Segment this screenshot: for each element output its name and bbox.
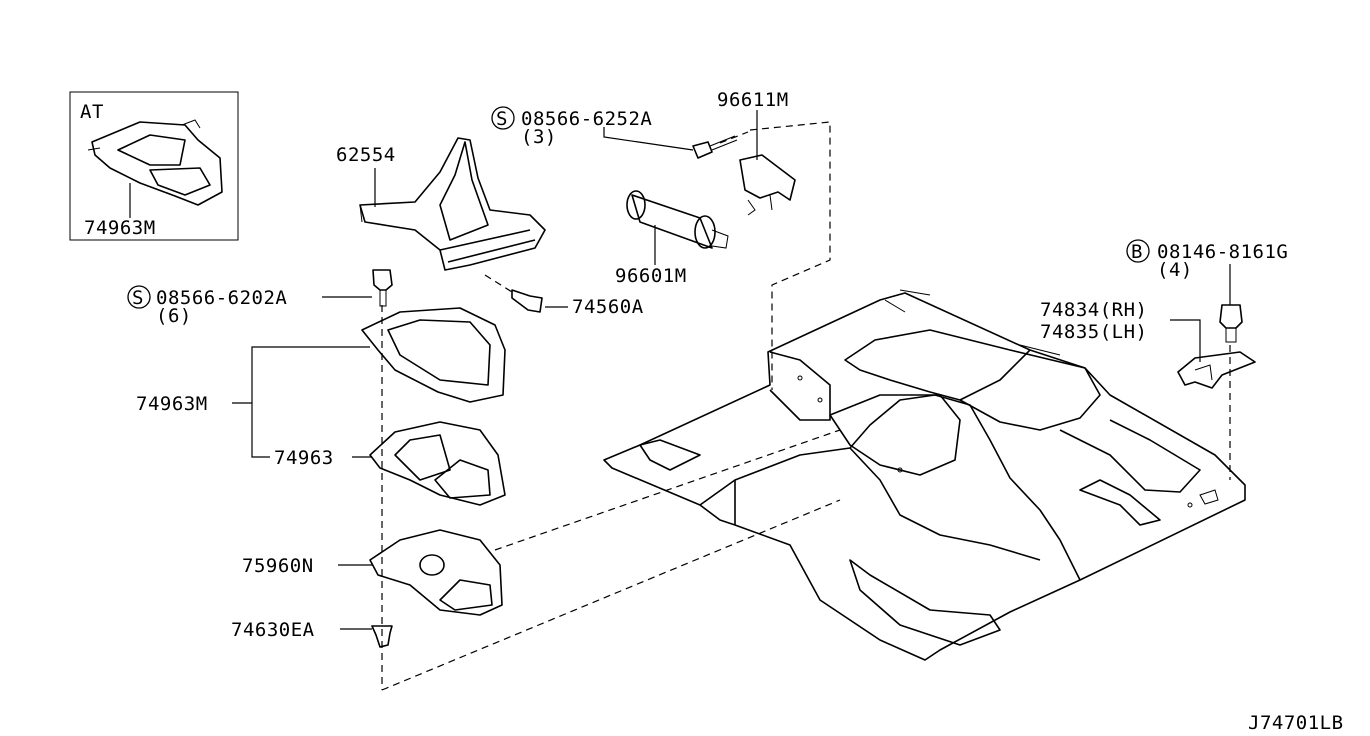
inset-frame — [69, 91, 239, 241]
bolt-prefix: B — [1131, 241, 1143, 263]
label-96611M: 96611M — [717, 89, 789, 111]
label-08566-6252A: 08566-6252A — [521, 108, 652, 130]
screw1-prefix-circle — [491, 106, 515, 130]
label-74630EA: 74630EA — [231, 619, 315, 641]
floor-pan — [603, 289, 1246, 661]
label-08146-8161G: 08146-8161G — [1157, 241, 1288, 263]
shift-boot-62554 — [359, 137, 546, 271]
label-08566-6202A: 08566-6202A — [156, 287, 287, 309]
screw2-prefix: S — [132, 287, 144, 309]
screw-icon — [692, 135, 738, 159]
inset-title: AT — [80, 101, 104, 123]
screw1-prefix: S — [496, 108, 508, 130]
inset-part-label: 74963M — [84, 217, 156, 239]
plate-74963 — [369, 421, 506, 506]
label-08566-6202A-qty: (6) — [156, 305, 192, 327]
bolt-prefix-circle — [1126, 239, 1150, 263]
figure-id: J74701LB — [1248, 712, 1344, 734]
bolt-08146-icon — [1219, 304, 1243, 343]
leader-08566-6252A — [603, 127, 694, 151]
inset-at: AT 74963M — [69, 91, 239, 241]
label-74963M: 74963M — [136, 393, 208, 415]
label-74835: 74835(LH) — [1040, 321, 1147, 343]
inset-part-drawing — [87, 119, 223, 206]
label-08146-8161G-qty: (4) — [1157, 259, 1193, 281]
screw2-prefix-circle — [127, 285, 151, 309]
label-62554: 62554 — [336, 144, 396, 166]
leader-74834 — [1170, 319, 1201, 362]
alignment-line-bracket — [749, 121, 831, 390]
plate-75960N — [369, 529, 503, 616]
label-75960N: 75960N — [242, 555, 314, 577]
group-leader-74963M — [232, 346, 372, 458]
label-74963: 74963 — [274, 447, 334, 469]
label-74560A: 74560A — [572, 296, 644, 318]
clip-74630EA-icon — [371, 625, 393, 648]
alignment-line-mid — [494, 429, 841, 551]
bracket-74834-74835 — [1177, 351, 1256, 389]
label-74834: 74834(RH) — [1040, 299, 1147, 321]
plate-74963M — [361, 307, 506, 403]
label-96601M: 96601M — [615, 265, 687, 287]
label-08566-6252A-qty: (3) — [521, 126, 557, 148]
canister-96601M — [626, 190, 729, 249]
alignment-line-bottom — [381, 499, 841, 691]
bracket-96611M — [739, 154, 796, 216]
screw-74560A-icon — [511, 289, 543, 313]
bolt-icon — [372, 269, 393, 307]
